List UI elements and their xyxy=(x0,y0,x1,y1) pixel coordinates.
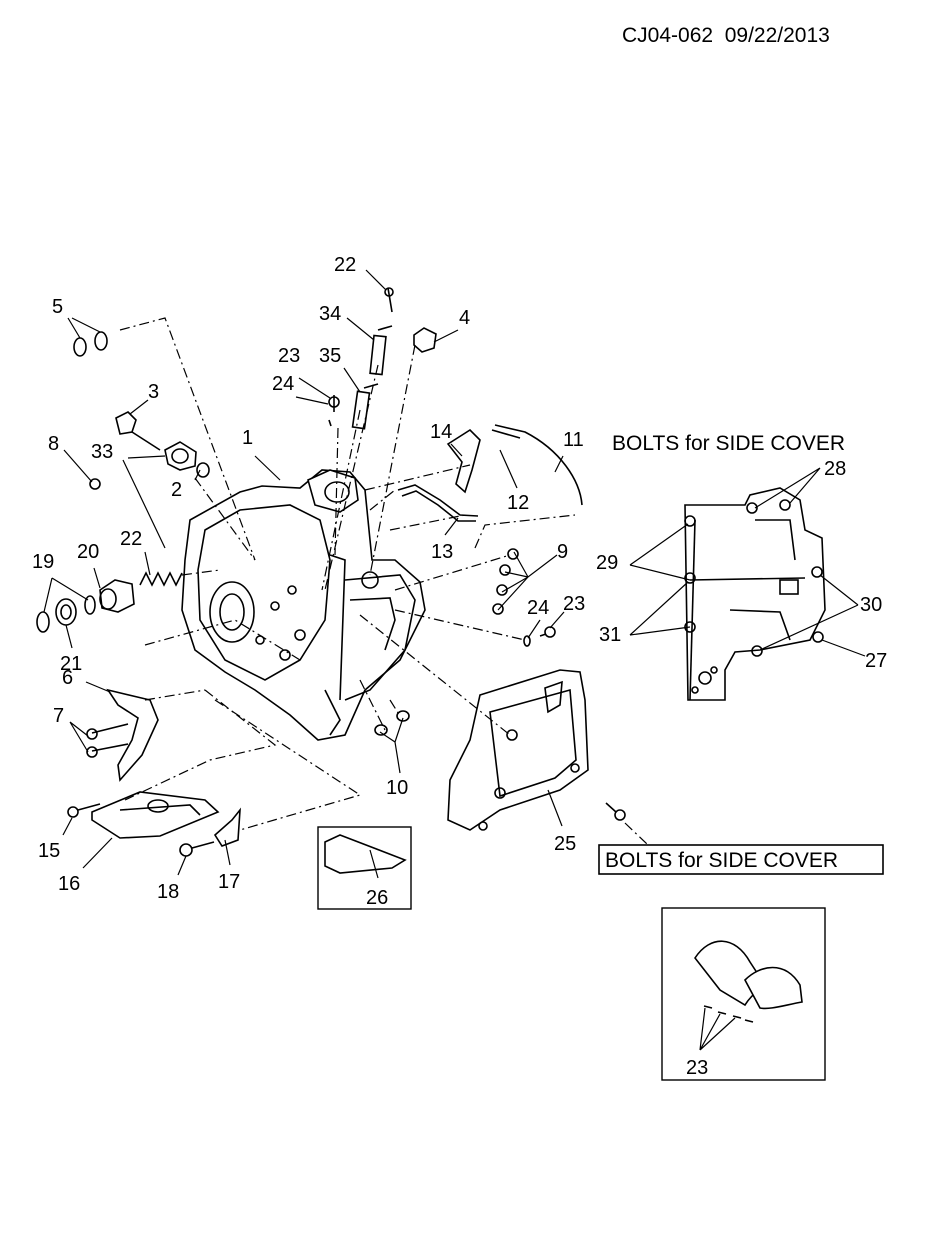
callout-22-top: 22 xyxy=(334,254,356,276)
side-cover-bolts-box xyxy=(598,844,884,875)
callout-labels: 1 2 3 4 5 6 7 8 9 10 11 12 13 14 15 16 1… xyxy=(32,254,887,1079)
callout-4: 4 xyxy=(459,307,470,329)
callout-17: 17 xyxy=(218,871,240,893)
plug-icon xyxy=(115,411,137,435)
callout-31: 31 xyxy=(599,624,621,646)
doc-date: 09/22/2013 xyxy=(724,24,830,47)
callout-19: 19 xyxy=(32,551,54,573)
callout-24-right: 24 xyxy=(527,597,549,619)
callout-7: 7 xyxy=(53,705,64,727)
callout-14: 14 xyxy=(430,421,452,443)
callout-9: 9 xyxy=(557,541,568,563)
seal-icon xyxy=(55,598,77,626)
callout-33: 33 xyxy=(91,441,113,463)
callout-12: 12 xyxy=(507,492,529,514)
callout-30: 30 xyxy=(860,594,882,616)
callout-2: 2 xyxy=(171,479,182,501)
spring-icon xyxy=(139,571,183,587)
callout-34: 34 xyxy=(319,303,341,325)
callout-23-top: 23 xyxy=(278,345,300,367)
callout-28: 28 xyxy=(824,458,846,480)
callout-26: 26 xyxy=(366,887,388,909)
callout-10: 10 xyxy=(386,777,408,799)
callout-23-inset: 23 xyxy=(686,1057,708,1079)
callout-16: 16 xyxy=(58,873,80,895)
sealant-box xyxy=(317,826,412,910)
callout-6: 6 xyxy=(62,667,73,689)
side-cover-inset xyxy=(684,487,826,701)
callout-3: 3 xyxy=(148,381,159,403)
side-cover-box-caption: BOLTS for SIDE COVER xyxy=(605,849,838,872)
callout-25: 25 xyxy=(554,833,576,855)
page-header: CJ04-062 09/22/2013 xyxy=(622,24,830,48)
callout-29: 29 xyxy=(596,552,618,574)
baffle-plate-icon xyxy=(106,688,159,782)
callout-11: 11 xyxy=(563,429,584,451)
piston-icon xyxy=(99,579,135,613)
callout-8: 8 xyxy=(48,433,59,455)
callout-35: 35 xyxy=(319,345,341,367)
callout-5: 5 xyxy=(52,296,63,318)
guide-inset-box xyxy=(661,907,826,1081)
callout-24-top: 24 xyxy=(272,373,294,395)
side-cover-title: BOLTS for SIDE COVER xyxy=(612,432,845,455)
callout-1: 1 xyxy=(242,427,253,449)
oil-strainer-icon xyxy=(91,791,220,839)
callout-18: 18 xyxy=(157,881,179,903)
callout-13: 13 xyxy=(431,541,453,563)
callout-27: 27 xyxy=(865,650,887,672)
callout-20: 20 xyxy=(77,541,99,563)
callout-21: 21 xyxy=(60,653,82,675)
sealant-tube-icon xyxy=(324,834,407,874)
callout-22-left: 22 xyxy=(120,528,142,550)
callout-15: 15 xyxy=(38,840,60,862)
side-cover xyxy=(447,669,589,831)
doc-ref: CJ04-062 xyxy=(622,24,714,47)
actuator-icon xyxy=(164,441,197,471)
transmission-case xyxy=(181,469,426,741)
o-ring-icon xyxy=(73,337,87,357)
callout-23-right: 23 xyxy=(563,593,585,615)
